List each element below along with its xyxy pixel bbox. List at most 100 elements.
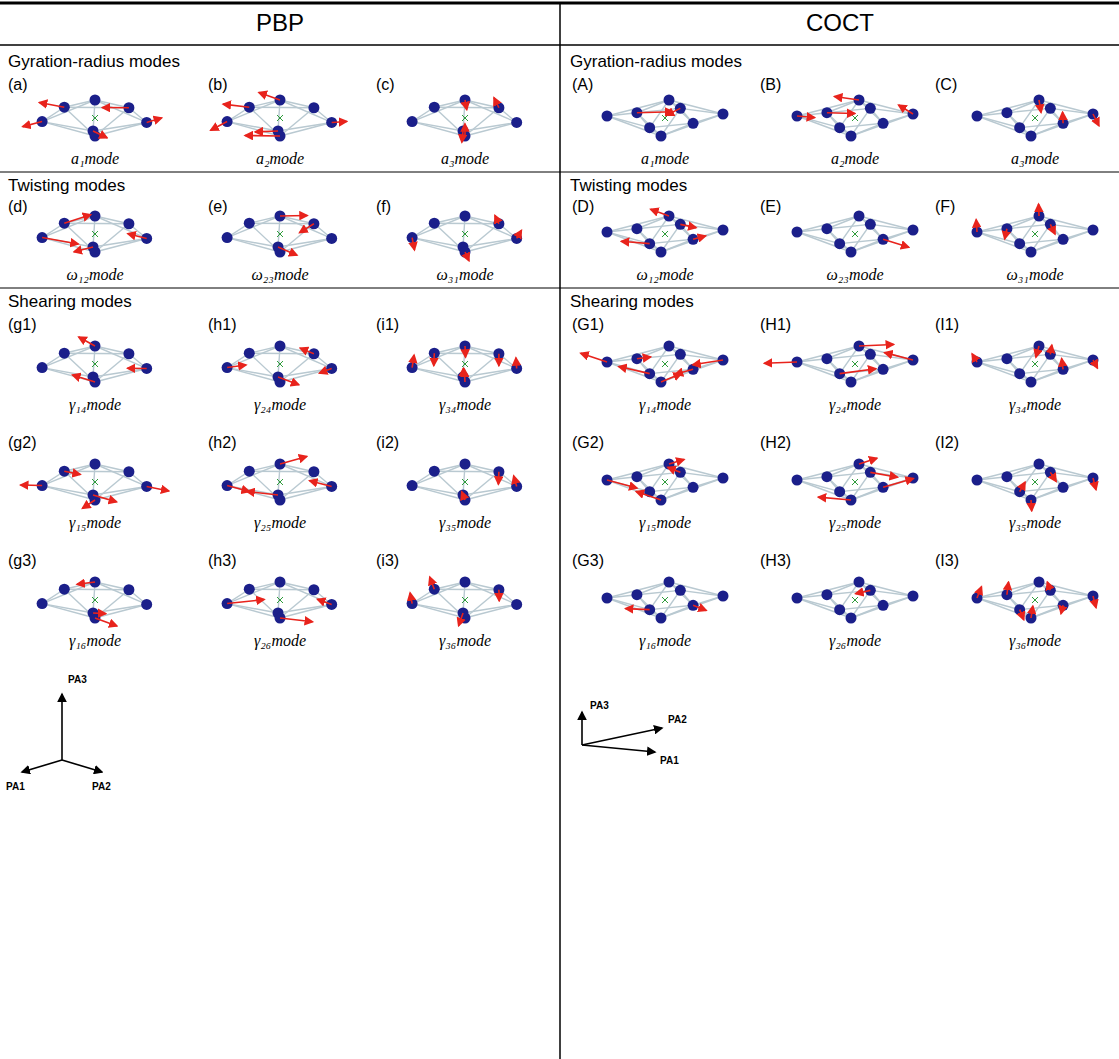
displacement-arrow (79, 337, 95, 346)
displacement-arrow (607, 480, 637, 488)
atom (1026, 247, 1037, 258)
bond-line (1031, 230, 1093, 252)
mode-label: γ₁₄mode (639, 396, 691, 414)
displacement-arrow (977, 587, 981, 598)
displacement-arrow (23, 122, 42, 127)
atom (664, 577, 675, 588)
bond-line (661, 360, 723, 382)
displacement-arrow (280, 215, 307, 217)
centre-mark (1032, 479, 1038, 485)
atom (326, 233, 337, 244)
atom (1001, 471, 1012, 482)
displacement-arrow (211, 122, 227, 131)
bond-line (859, 346, 913, 360)
mode-label: γ₁₄mode (69, 396, 121, 414)
atom (854, 577, 865, 588)
centre-mark (662, 479, 668, 485)
centre-mark (92, 231, 98, 237)
displacement-arrow (259, 92, 280, 100)
mode-label: ω₃₁mode (1006, 266, 1063, 284)
atom (308, 584, 319, 595)
bond-line (465, 224, 499, 252)
mode-label: γ₁₆mode (69, 632, 121, 650)
atom (59, 348, 70, 359)
displacement-arrow (255, 130, 278, 133)
bond-line (680, 590, 723, 596)
bond-line (249, 107, 280, 136)
atom (429, 218, 440, 229)
section-heading: Shearing modes (8, 292, 132, 312)
mode-label: γ₃₅mode (439, 514, 491, 532)
bond-line (851, 596, 913, 618)
panel-letter: (e) (208, 198, 228, 216)
displacement-arrow (278, 247, 297, 255)
axis-arrow (22, 760, 62, 772)
bond-line (465, 346, 517, 368)
displacement-arrow (1050, 224, 1055, 234)
bond-line (280, 582, 332, 604)
mode-label: γ₁₅mode (639, 514, 691, 532)
displacement-arrow (883, 479, 913, 488)
bond-line (680, 472, 723, 478)
bond-line (64, 353, 129, 355)
bond-line (870, 472, 913, 478)
bond-line (95, 464, 147, 486)
bond-line (434, 353, 499, 355)
displacement-arrow (693, 236, 706, 239)
displacement-arrow (42, 238, 78, 244)
panel-letter: (I1) (935, 316, 959, 334)
panel-letter: (I2) (935, 434, 959, 452)
bond-line (95, 582, 147, 604)
displacement-arrow (818, 497, 851, 500)
displacement-arrow (1062, 112, 1064, 123)
mode-label: γ₂₄mode (254, 396, 306, 414)
displacement-arrow (95, 618, 117, 626)
centre-mark (662, 231, 668, 237)
bond-line (64, 223, 95, 252)
centre-mark (462, 115, 468, 121)
displacement-arrow (1093, 360, 1097, 368)
centre-mark (277, 597, 283, 603)
displacement-arrow (680, 224, 696, 227)
mode-label: γ₂₅mode (254, 514, 306, 532)
bond-line (1050, 590, 1093, 596)
centre-mark (852, 479, 858, 485)
panel-letter: (E) (760, 198, 781, 216)
bond-line (249, 353, 314, 355)
atom (865, 349, 876, 360)
displacement-arrow (870, 472, 897, 477)
panel-letter: (i2) (376, 434, 399, 452)
displacement-arrow (764, 362, 797, 363)
axis-label: PA2 (668, 714, 687, 726)
atom (631, 589, 642, 600)
displacement-arrow (693, 605, 706, 610)
atom (602, 593, 613, 604)
atom (718, 473, 729, 484)
atom (460, 459, 471, 470)
centre-mark (462, 231, 468, 237)
centre-mark (1032, 231, 1038, 237)
displacement-arrow (885, 353, 913, 360)
displacement-arrow (636, 492, 661, 500)
bond-line (797, 598, 851, 618)
atom (123, 348, 134, 359)
bond-line (434, 471, 499, 473)
bond-line (249, 589, 314, 591)
bond-line (95, 100, 147, 122)
bond-line (1050, 108, 1093, 114)
bond-line (661, 114, 723, 136)
atom (718, 225, 729, 236)
bond-line (607, 480, 661, 500)
atom (688, 118, 699, 129)
atom (222, 232, 233, 243)
displacement-arrow (412, 355, 414, 368)
bond-line (1039, 346, 1093, 360)
displacement-arrow (1061, 605, 1063, 613)
displacement-arrow (859, 344, 894, 346)
displacement-arrow (661, 374, 681, 382)
centre-mark (852, 597, 858, 603)
displacement-arrow (147, 486, 169, 491)
atom (1088, 225, 1099, 236)
centre-mark (92, 361, 98, 367)
centre-mark (277, 479, 283, 485)
